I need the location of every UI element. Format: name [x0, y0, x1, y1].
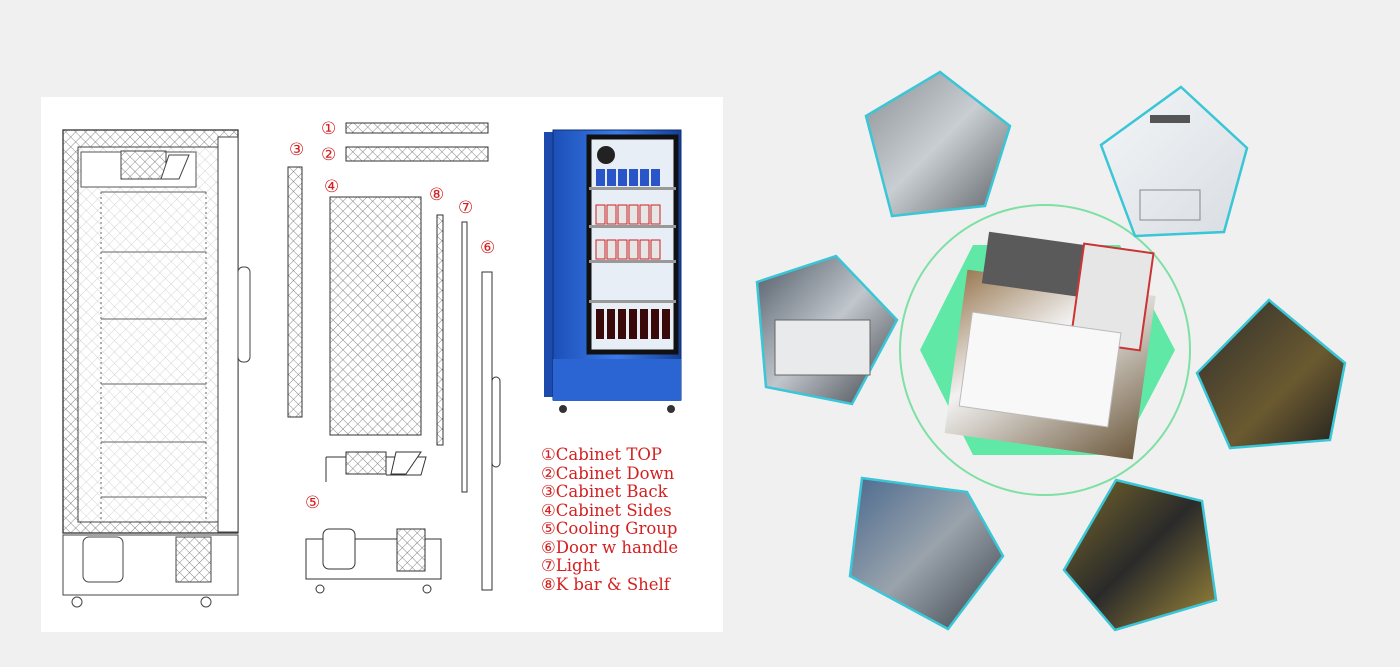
- exploded-diagram-panel: ③ ① ② ④ ⑧ ⑦ ⑥ ⑤ ①Cabinet TOP ②Cabinet Do…: [41, 97, 723, 632]
- condenser-photo: [1195, 298, 1347, 450]
- compressor-unit-photo: [755, 254, 899, 406]
- legend-item-k-bar-shelf: ⑧K bar & Shelf: [541, 574, 670, 594]
- callout-5: ⑤: [305, 493, 321, 513]
- callout-7: ⑦: [458, 198, 474, 218]
- legend-item-cabinet-back: ③Cabinet Back: [541, 482, 668, 501]
- k-bar-part: [436, 214, 444, 446]
- center-ring: [899, 204, 1191, 496]
- callout-4: ④: [324, 177, 340, 197]
- cabinet-back-part: [287, 166, 303, 418]
- photo-collage: [755, 70, 1347, 632]
- legend-item-cabinet-down: ②Cabinet Down: [541, 463, 675, 483]
- cabinet-sides-part: [329, 196, 422, 436]
- workshop-assembly-photo: [864, 70, 1012, 218]
- wiring-assembly-photo: [848, 476, 1005, 631]
- light-part: [461, 221, 468, 493]
- legend-item-door-handle: ⑥Door w handle: [541, 537, 679, 557]
- photo-collage-panel: [740, 60, 1400, 667]
- legend-item-light: ⑦Light: [541, 556, 600, 575]
- callout-8: ⑧: [429, 185, 445, 205]
- door-handle-part: [481, 271, 501, 591]
- parts-drawing-photo: [1099, 85, 1249, 238]
- assembled-cabinet-drawing: [62, 129, 251, 608]
- fridge-product-photo: [544, 129, 682, 413]
- callout-3: ③: [289, 140, 305, 160]
- exploded-diagram-drawing: [62, 122, 682, 608]
- cabinet-down-part: [345, 146, 489, 162]
- legend-item-cabinet-top: ①Cabinet TOP: [541, 445, 662, 464]
- compressor-closeup-photo: [1062, 478, 1218, 632]
- legend-item-cooling-group: ⑤Cooling Group: [541, 519, 678, 538]
- shelf-assembly-photo: [944, 231, 1156, 460]
- callout-2: ②: [321, 145, 337, 165]
- callout-6: ⑥: [480, 238, 496, 258]
- cooling-group-part: [305, 451, 442, 594]
- callout-1: ①: [321, 119, 337, 139]
- parts-legend: ①Cabinet TOP ②Cabinet Down ③Cabinet Back…: [541, 445, 679, 594]
- cabinet-top-part: [345, 122, 489, 134]
- legend-item-cabinet-sides: ④Cabinet Sides: [541, 500, 672, 520]
